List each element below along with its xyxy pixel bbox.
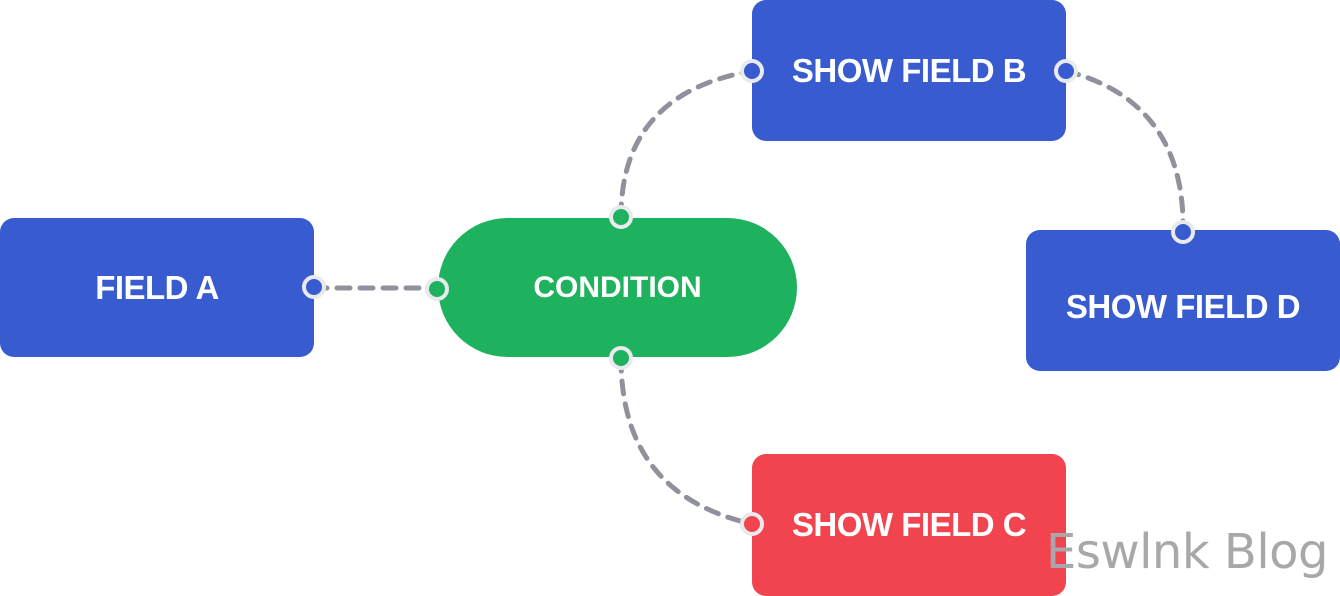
node-show-field-b[interactable]: SHOW FIELD B <box>752 0 1066 141</box>
watermark-text: Eswlnk Blog <box>1046 524 1329 580</box>
edge-condition-to-show-field-b <box>618 68 755 220</box>
node-condition-label: CONDITION <box>533 270 702 304</box>
edge-condition-to-show-field-c <box>618 355 755 527</box>
node-show-field-d[interactable]: SHOW FIELD D <box>1026 230 1340 371</box>
node-field-a[interactable]: FIELD A <box>0 218 314 357</box>
node-show-field-c[interactable]: SHOW FIELD C <box>752 454 1066 596</box>
edge-show-field-b-to-show-field-d <box>1063 68 1186 235</box>
node-field-a-label: FIELD A <box>95 268 219 306</box>
node-show-field-b-label: SHOW FIELD B <box>791 51 1027 89</box>
node-condition[interactable]: CONDITION <box>438 218 797 357</box>
node-show-field-c-label: SHOW FIELD C <box>791 506 1027 543</box>
node-show-field-d-label: SHOW FIELD D <box>1065 287 1301 325</box>
